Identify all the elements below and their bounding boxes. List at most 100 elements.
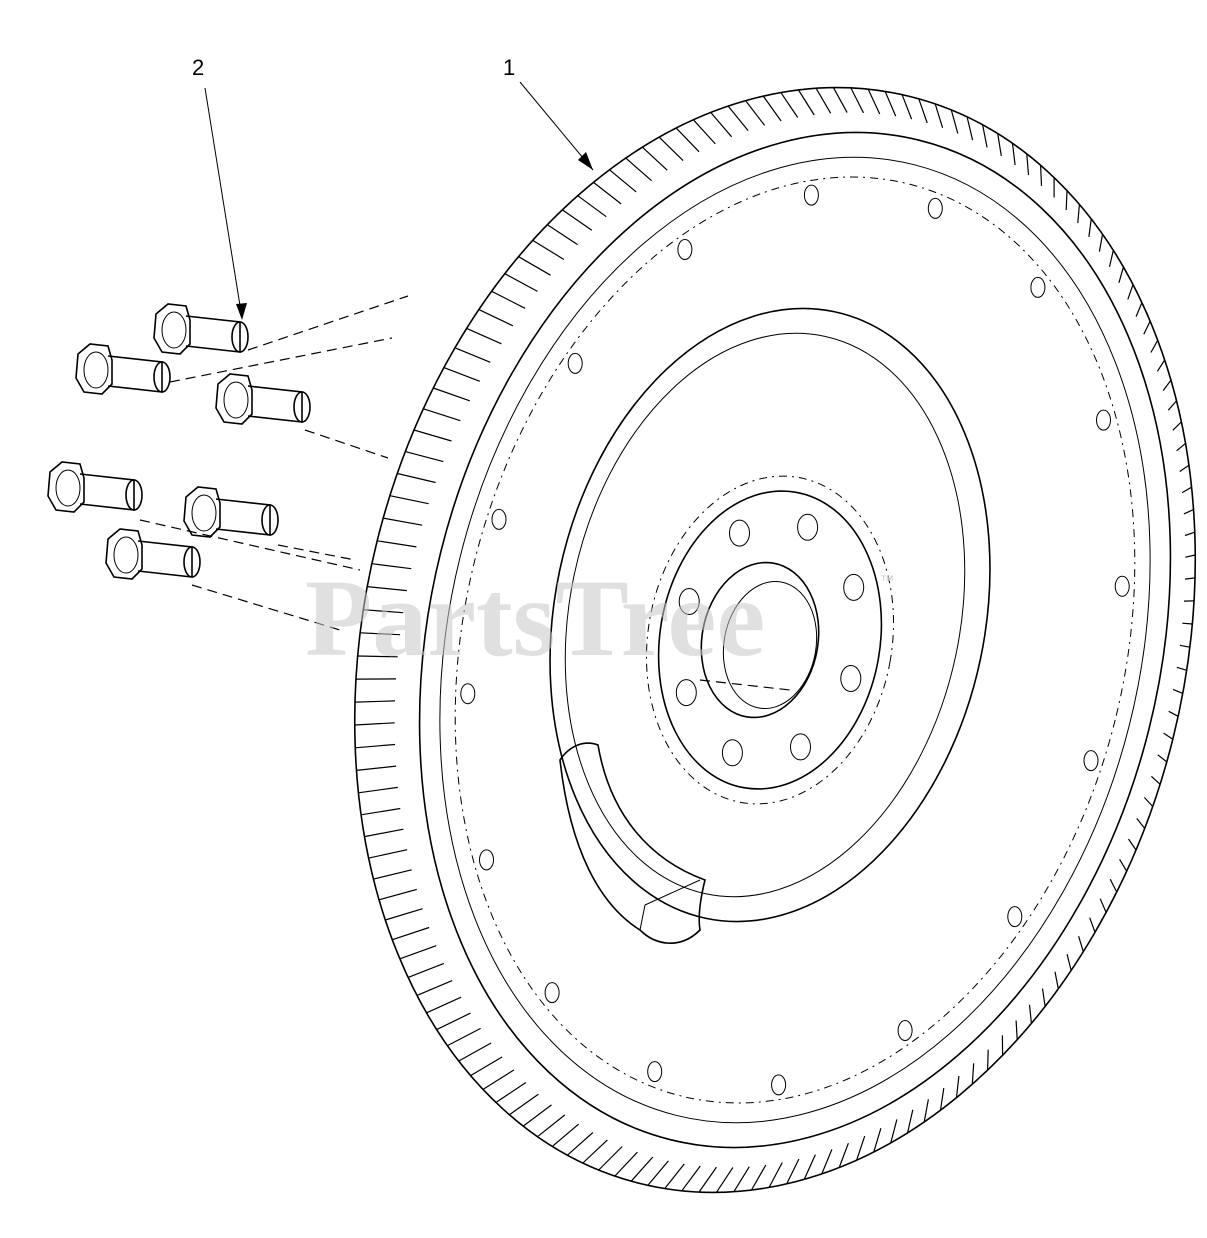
hub-dash (645, 475, 895, 805)
gear-tooth (821, 1149, 833, 1175)
hub-centerline (699, 679, 791, 691)
gear-tooth (454, 347, 491, 363)
gear-tooth (397, 472, 436, 484)
gear-tooth (407, 962, 445, 978)
ring-gear-outer-edge (353, 86, 1197, 1194)
rim-hole (1083, 750, 1099, 772)
gear-tooth (354, 700, 396, 703)
gear-tooth (890, 1119, 898, 1143)
rim-hole (460, 683, 476, 705)
callout-1-arrowhead (578, 152, 593, 170)
flange-bolt[interactable] (183, 486, 279, 538)
hub-hole (790, 733, 811, 761)
rim-hole (897, 1020, 913, 1041)
gear-tooth (1163, 732, 1174, 740)
rim-hole (1007, 906, 1023, 928)
gear-tooth (1135, 302, 1143, 317)
callout-2-label: 2 (192, 55, 204, 80)
gear-tooth (750, 1164, 767, 1191)
rim-hole (1114, 575, 1130, 597)
flange-bolt[interactable] (47, 461, 143, 513)
gear-tooth (385, 908, 423, 921)
gear-tooth (1119, 858, 1128, 872)
gear-tooth (482, 1069, 515, 1090)
gear-tooth (358, 786, 398, 794)
rim-hole (479, 849, 494, 871)
gear-tooth (1182, 622, 1193, 625)
rim-hole (1030, 276, 1046, 298)
flywheel-face-outer (418, 131, 1172, 1149)
rim-bolt-holes (460, 184, 1130, 1096)
gear-tooth (884, 91, 897, 117)
gear-tooth (939, 1088, 945, 1111)
gear-tooth (367, 586, 407, 592)
gear-tooth (357, 655, 398, 658)
gear-tooth (1183, 509, 1194, 515)
gear-tooth (614, 1151, 638, 1177)
hub-bolt-holes (675, 513, 865, 767)
gear-tooth (641, 146, 668, 171)
gear-tooth (768, 1162, 783, 1188)
gear-tooth (360, 632, 401, 636)
gear-tooth (1098, 234, 1104, 252)
rim-hole (647, 1061, 663, 1083)
gear-tooth (727, 105, 749, 131)
gear-tooth (803, 1154, 816, 1180)
flange-bolt[interactable] (75, 343, 171, 395)
watermark-trademark: ™ (880, 572, 894, 588)
flywheel-inner-recess (549, 307, 991, 923)
gear-tooth (901, 94, 913, 120)
gear-tooth (966, 116, 974, 141)
gear-tooth (1099, 898, 1107, 913)
gear-tooth (466, 327, 502, 345)
gear-tooth (955, 1076, 960, 1098)
gear-tooth (416, 980, 453, 996)
gear-tooth (1118, 267, 1124, 283)
gear-tooth (1078, 936, 1084, 952)
gear-tooth (378, 888, 417, 901)
watermark: PartsTree (305, 557, 765, 679)
gear-tooth (532, 239, 565, 261)
gear-tooth (1181, 486, 1192, 494)
gear-tooth (997, 133, 1002, 156)
gear-tooth (698, 1166, 717, 1193)
gear-tooth (547, 224, 578, 246)
gear-tooth (377, 540, 417, 548)
gear-tooth (392, 926, 430, 941)
hub-outer (657, 490, 883, 790)
gear-tooth (1179, 644, 1190, 648)
flywheel[interactable] (242, 0, 1207, 1238)
gear-tooth (1167, 400, 1177, 411)
gear-tooth (373, 869, 412, 880)
gear-tooth (625, 157, 652, 182)
gear-tooth (832, 87, 848, 113)
flange-bolt[interactable] (215, 373, 311, 425)
rim-hole (677, 239, 693, 260)
gear-tooth (1168, 710, 1179, 717)
gear-tooth (522, 1104, 552, 1127)
gear-tooth (355, 743, 396, 749)
gear-tooth (647, 1160, 669, 1186)
flange-bolt[interactable] (105, 528, 201, 580)
gear-tooth (1127, 284, 1134, 300)
bolt-set[interactable] (47, 303, 311, 580)
gear-tooth (873, 1128, 882, 1153)
gear-tooth (692, 119, 716, 145)
gear-tooth (389, 495, 429, 505)
gear-tooth (1172, 421, 1182, 431)
flange-bolt[interactable] (153, 303, 249, 355)
rim-hole (544, 982, 560, 1004)
hub-bore (700, 561, 820, 719)
ring-gear-teeth (354, 87, 1196, 1193)
gear-tooth (1172, 688, 1184, 694)
hub-hole (721, 739, 743, 767)
callout-2-arrowhead (236, 303, 247, 320)
gear-tooth (681, 1165, 701, 1192)
gear-tooth (436, 1012, 471, 1031)
gear-tooth (518, 256, 551, 276)
counterweight (559, 742, 706, 944)
gear-tooth (934, 103, 944, 128)
gear-tooth (1128, 838, 1137, 851)
gear-tooth (447, 1027, 481, 1047)
